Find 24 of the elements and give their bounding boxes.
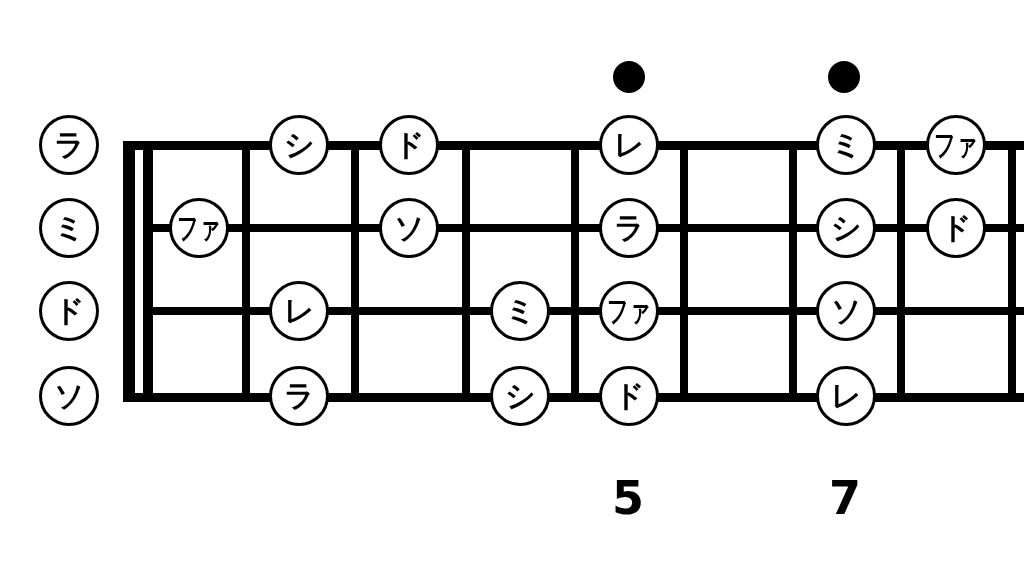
note-circle: ソ [379,198,439,258]
note-circle: ラ [269,366,329,426]
note-circle: ソ [39,366,99,426]
note-circle: ド [39,281,99,341]
note-circle: レ [269,281,329,341]
note-circle: レ [816,366,876,426]
fret-number: 7 [829,475,861,521]
note-circle: ソ [816,281,876,341]
note-circle: ファ [599,281,659,341]
note-circle: ド [926,198,986,258]
note-circle: シ [816,198,876,258]
note-circle: シ [490,366,550,426]
note-circle: ド [379,115,439,175]
note-circle: ラ [599,198,659,258]
note-circle: ミ [816,115,876,175]
note-circle: ミ [39,198,99,258]
note-circle: ミ [490,281,550,341]
note-circle: ファ [169,198,229,258]
note-circle: ファ [926,115,986,175]
note-circle: ラ [39,115,99,175]
note-circle: ド [599,366,659,426]
note-circle: レ [599,115,659,175]
note-circle: シ [269,115,329,175]
fret-number: 5 [612,475,644,521]
